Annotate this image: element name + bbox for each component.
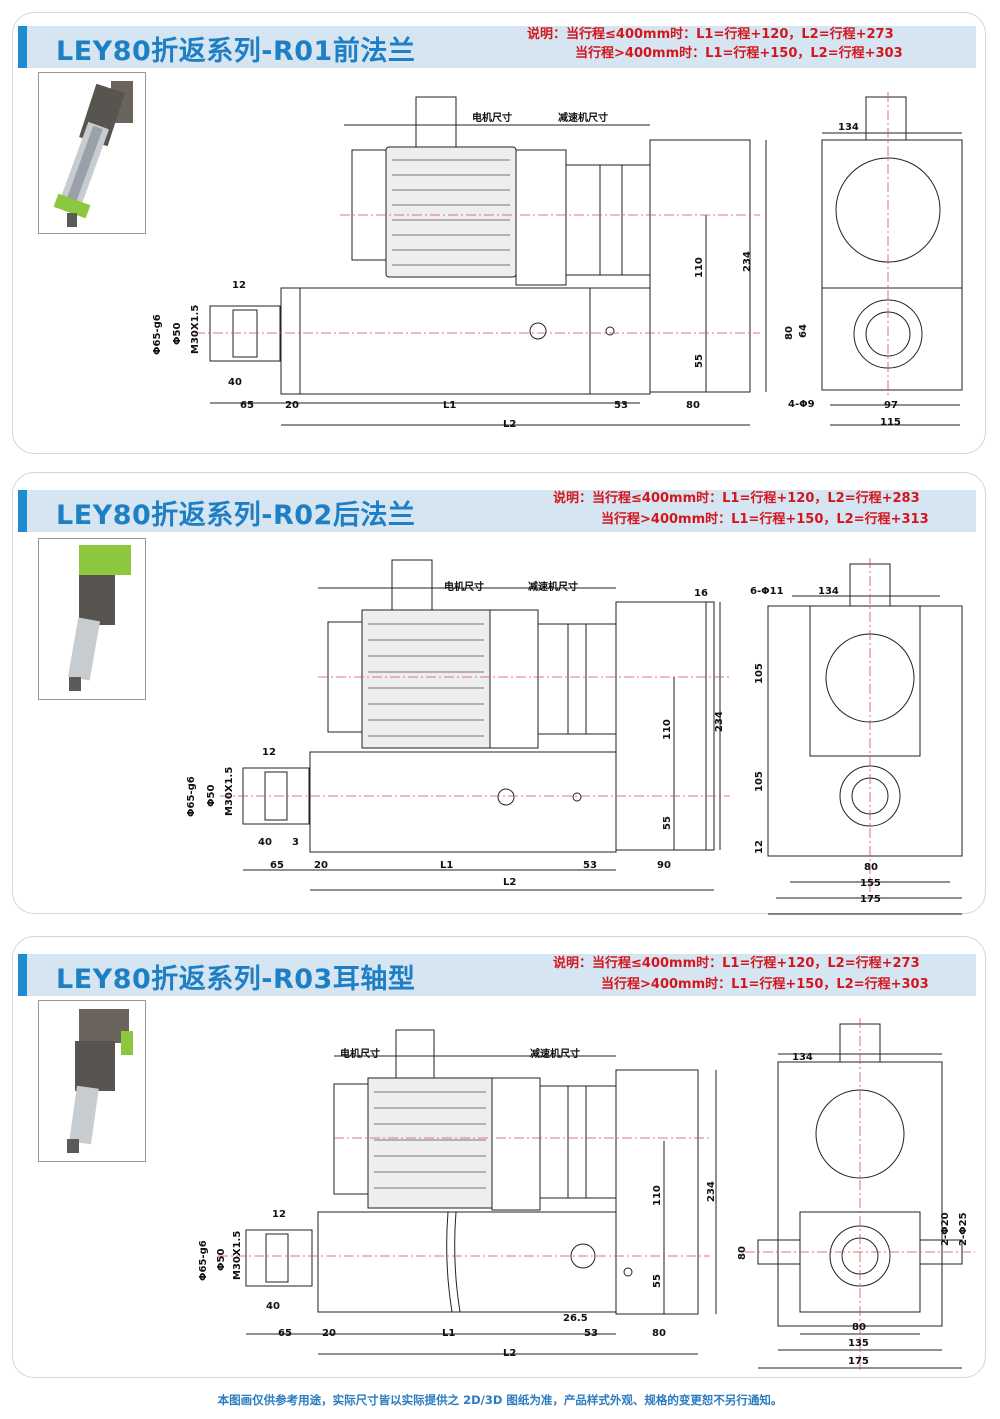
dim-L2: L2 <box>503 1348 516 1359</box>
dim-110: 110 <box>694 257 705 278</box>
note-line1-r02: 说明：当行程≤400mm时：L1=行程+120，L2=行程+283 <box>553 491 920 506</box>
dim-m30: M30X1.5 <box>190 305 201 354</box>
dim-234: 234 <box>714 711 725 732</box>
dim-53: 53 <box>584 1328 598 1339</box>
dim-20: 20 <box>322 1328 336 1339</box>
product-thumbnail-r03 <box>38 1000 146 1162</box>
note-line2-r02: 当行程>400mm时：L1=行程+150，L2=行程+313 <box>601 512 929 527</box>
label-reducer-size: 减速机尺寸 <box>558 111 608 124</box>
dim-55: 55 <box>652 1274 663 1288</box>
section-panel-r03 <box>12 936 986 1378</box>
dim-65: 65 <box>270 860 284 871</box>
dim-64: 64 <box>798 324 809 338</box>
dim-134: 134 <box>792 1052 813 1063</box>
dim-55: 55 <box>662 816 673 830</box>
dim-134: 134 <box>838 122 859 133</box>
dim-105-bottom: 105 <box>754 771 765 792</box>
dim-134: 134 <box>818 586 839 597</box>
label-motor-size: 电机尺寸 <box>444 580 484 593</box>
dim-m30: M30X1.5 <box>224 767 235 816</box>
dim-53: 53 <box>583 860 597 871</box>
drawing-r03: 电机尺寸 减速机尺寸 12 40 65 20 L1 53 80 L2 110 5… <box>198 1018 975 1371</box>
dim-65: 65 <box>240 400 254 411</box>
section-title-bar-r02 <box>18 490 976 532</box>
dim-12: 12 <box>232 280 246 291</box>
dim-234: 234 <box>706 1181 717 1202</box>
dim-80: 80 <box>686 400 700 411</box>
dim-12: 12 <box>272 1209 286 1220</box>
title-accent <box>18 954 27 996</box>
section-title-bar-r03 <box>18 954 976 996</box>
dim-135: 135 <box>848 1338 869 1349</box>
dim-12: 12 <box>262 747 276 758</box>
dim-20: 20 <box>285 400 299 411</box>
dim-53: 53 <box>614 400 628 411</box>
note-line1-r03: 说明：当行程≤400mm时：L1=行程+120，L2=行程+273 <box>553 956 920 971</box>
dim-40: 40 <box>266 1301 280 1312</box>
dim-90: 90 <box>657 860 671 871</box>
dim-m30: M30X1.5 <box>232 1231 243 1280</box>
dim-80-side: 80 <box>737 1246 748 1260</box>
dim-16: 16 <box>694 588 708 599</box>
title-accent <box>18 26 27 68</box>
dim-12-side: 12 <box>754 840 765 854</box>
dim-80: 80 <box>652 1328 666 1339</box>
section-title-r03: LEY80折返系列-R03耳轴型 <box>56 964 416 995</box>
drawing-r02: 电机尺寸 减速机尺寸 12 40 3 65 20 L1 53 90 L2 110… <box>186 558 963 915</box>
dim-110: 110 <box>662 719 673 740</box>
dim-phi65: Φ65-g6 <box>198 1240 209 1281</box>
dim-phi65: Φ65-g6 <box>186 776 197 817</box>
dim-phi50: Φ50 <box>216 1249 227 1271</box>
dim-65: 65 <box>278 1328 292 1339</box>
dim-2-phi20: 2-Φ20 <box>940 1212 951 1246</box>
note-line2-r01: 当行程>400mm时：L1=行程+150，L2=行程+303 <box>575 46 903 61</box>
dim-4-phi9: 4-Φ9 <box>788 399 815 410</box>
drawing-r01: 电机尺寸 减速机尺寸 12 40 65 20 L1 53 80 L2 110 5… <box>152 92 963 430</box>
dim-L2: L2 <box>503 419 516 430</box>
dim-L2: L2 <box>503 877 516 888</box>
dim-155: 155 <box>860 878 881 889</box>
title-accent <box>18 490 27 532</box>
dim-97: 97 <box>884 400 898 411</box>
section-panel-r02 <box>12 472 986 914</box>
dim-20: 20 <box>314 860 328 871</box>
dim-80: 80 <box>864 862 878 873</box>
dim-L1: L1 <box>443 400 456 411</box>
dim-105-top: 105 <box>754 663 765 684</box>
section-title-r02: LEY80折返系列-R02后法兰 <box>56 500 416 531</box>
section-title-bar-r01 <box>18 26 976 68</box>
note-line2-r03: 当行程>400mm时：L1=行程+150，L2=行程+303 <box>601 977 929 992</box>
footer-disclaimer: 本图画仅供参考用途，实际尺寸皆以实际提供之 2D/3D 图纸为准，产品样式外观、… <box>217 1393 783 1407</box>
dim-40: 40 <box>258 837 272 848</box>
actuator-render-image <box>67 1009 133 1153</box>
dim-175: 175 <box>860 894 881 905</box>
dim-40: 40 <box>228 377 242 388</box>
label-motor-size: 电机尺寸 <box>472 111 512 124</box>
dim-phi50: Φ50 <box>206 785 217 807</box>
section-title-r01: LEY80折返系列-R01前法兰 <box>56 36 416 67</box>
note-line1-r01: 说明：当行程≤400mm时：L1=行程+120，L2=行程+273 <box>527 27 894 42</box>
dim-115: 115 <box>880 417 901 428</box>
label-reducer-size: 减速机尺寸 <box>530 1047 580 1060</box>
dim-26-5: 26.5 <box>563 1313 588 1324</box>
dim-L1: L1 <box>440 860 453 871</box>
dim-phi65: Φ65-g6 <box>152 314 163 355</box>
dim-L1: L1 <box>442 1328 455 1339</box>
actuator-render-image <box>53 81 133 227</box>
dim-234: 234 <box>742 251 753 272</box>
label-motor-size: 电机尺寸 <box>340 1047 380 1060</box>
dim-175: 175 <box>848 1356 869 1367</box>
label-reducer-size: 减速机尺寸 <box>528 580 578 593</box>
product-thumbnail-r01 <box>38 72 146 234</box>
dim-55: 55 <box>694 354 705 368</box>
dim-6-phi11: 6-Φ11 <box>750 586 784 597</box>
dim-110: 110 <box>652 1185 663 1206</box>
product-thumbnail-r02 <box>38 538 146 700</box>
dim-3: 3 <box>292 837 299 848</box>
dim-2-phi25: 2-Φ25 <box>958 1212 969 1246</box>
actuator-render-image <box>67 545 131 691</box>
dim-80: 80 <box>852 1322 866 1333</box>
dim-80-side: 80 <box>784 326 795 340</box>
dim-phi50: Φ50 <box>172 323 183 345</box>
